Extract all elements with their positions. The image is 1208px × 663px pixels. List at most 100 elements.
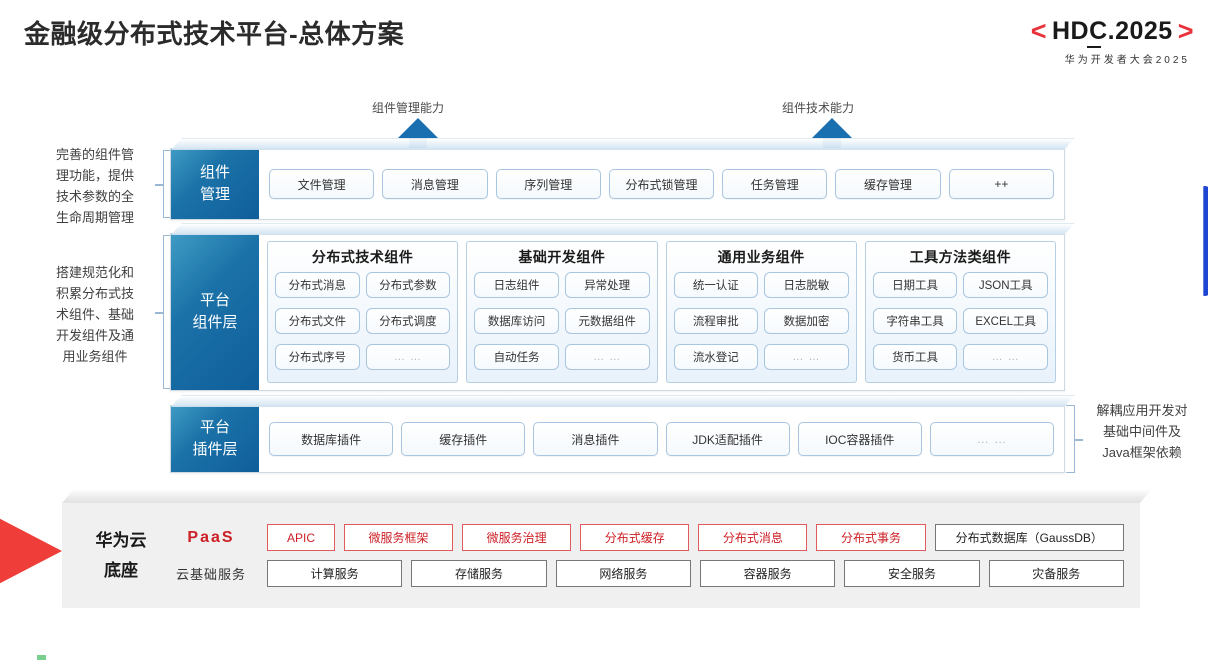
group-item-more[interactable]: … … — [365, 344, 451, 370]
annotation-line: 开发组件及通 — [55, 328, 134, 343]
base-row-paas: PaaS APIC 微服务框架 微服务治理 分布式缓存 分布式消息 分布式事务 … — [164, 524, 1124, 551]
paas-item-distributed-message[interactable]: 分布式消息 — [698, 524, 808, 551]
group-item[interactable]: EXCEL工具 — [963, 308, 1048, 334]
group-title: 基础开发组件 — [518, 249, 606, 265]
paas-item-apic[interactable]: APIC — [267, 524, 335, 551]
group-item[interactable]: 日期工具 — [872, 272, 958, 298]
plugin-item-message[interactable]: 消息插件 — [533, 422, 658, 456]
group-item[interactable]: 日志组件 — [474, 272, 559, 298]
paas-item-distributed-cache[interactable]: 分布式缓存 — [580, 524, 690, 551]
layer-platform-component: 平台 组件层 分布式技术组件 分布式消息 分布式参数 分布式文件 分布式调度 分… — [170, 233, 1065, 391]
group-item[interactable]: 统一认证 — [673, 272, 759, 298]
base-title-line: 华为云 — [95, 530, 147, 550]
annotation-line: 生命周期管理 — [55, 210, 134, 225]
hdc-logo: < HDC.2025 > 华为开发者大会2025 — [954, 16, 1194, 66]
group-items: 统一认证 日志脱敏 流程审批 数据加密 流水登记 … … — [673, 272, 849, 375]
annotation-line: 搭建规范化和 — [55, 265, 134, 280]
paas-item-distributed-transaction[interactable]: 分布式事务 — [816, 524, 926, 551]
annotation-line: 技术参数的全 — [55, 189, 134, 204]
layer-label-line: 管理 — [199, 186, 230, 203]
group-tool-method-components: 工具方法类组件 日期工具 JSON工具 字符串工具 EXCEL工具 货币工具 …… — [864, 241, 1056, 383]
component-item-more[interactable]: ++ — [948, 169, 1054, 199]
platform-component-groups: 分布式技术组件 分布式消息 分布式参数 分布式文件 分布式调度 分布式序号 … … — [259, 234, 1064, 390]
group-item-more[interactable]: … … — [963, 344, 1048, 370]
plugin-item-more[interactable]: … … — [929, 422, 1055, 456]
angle-bracket-right-icon: > — [1177, 16, 1194, 46]
component-item-task-management[interactable]: 任务管理 — [722, 169, 828, 199]
paas-item-microservice-governance[interactable]: 微服务治理 — [462, 524, 572, 551]
plugin-item-cache[interactable]: 缓存插件 — [401, 422, 526, 456]
plugin-item-database[interactable]: 数据库插件 — [269, 422, 394, 456]
component-item-cache-management[interactable]: 缓存管理 — [835, 169, 941, 199]
component-item-sequence-management[interactable]: 序列管理 — [495, 169, 601, 199]
group-item[interactable]: 字符串工具 — [872, 308, 958, 334]
annotation-component-management: 完善的组件管 理功能，提供 技术参数的全 生命周期管理 — [30, 144, 160, 228]
group-title: 通用业务组件 — [717, 249, 805, 265]
group-item[interactable]: 数据库访问 — [474, 308, 559, 334]
capability-label-component-technology: 组件技术能力 — [782, 101, 855, 115]
base-row-cloud-infrastructure: 云基础服务 计算服务 存储服务 网络服务 容器服务 安全服务 灾备服务 — [164, 560, 1124, 587]
infra-item-storage[interactable]: 存储服务 — [411, 560, 547, 587]
group-item[interactable]: 流水登记 — [673, 344, 759, 370]
hdc-logo-subtitle: 华为开发者大会2025 — [1064, 55, 1190, 66]
infra-item-network[interactable]: 网络服务 — [555, 560, 691, 587]
group-item[interactable]: 自动任务 — [474, 344, 559, 370]
group-general-business-components: 通用业务组件 统一认证 日志脱敏 流程审批 数据加密 流水登记 … … — [665, 241, 857, 383]
red-wedge-decoration-icon — [0, 500, 62, 602]
group-item[interactable]: 流程审批 — [673, 308, 759, 334]
blue-lens-decoration-icon — [1203, 186, 1208, 296]
group-item[interactable]: 货币工具 — [872, 344, 958, 370]
hdc-logo-text: HDC.2025 — [1051, 17, 1173, 45]
layer-label-platform-component: 平台 组件层 — [171, 234, 259, 390]
group-items: 日期工具 JSON工具 字符串工具 EXCEL工具 货币工具 … … — [872, 272, 1048, 375]
component-item-file-management[interactable]: 文件管理 — [269, 169, 375, 199]
group-items: 分布式消息 分布式参数 分布式文件 分布式调度 分布式序号 … … — [275, 272, 451, 375]
angle-bracket-left-icon: < — [1030, 16, 1047, 46]
group-item[interactable]: 分布式调度 — [365, 308, 451, 334]
green-mark-decoration-icon — [37, 655, 46, 660]
group-item-more[interactable]: … … — [764, 344, 849, 370]
component-item-distributed-lock-management[interactable]: 分布式锁管理 — [608, 169, 715, 199]
layer-label-line: 平台 — [199, 419, 230, 436]
infra-item-disaster-recovery[interactable]: 灾备服务 — [988, 560, 1124, 587]
annotation-line: 完善的组件管 — [55, 147, 134, 162]
annotation-line: 积累分布式技 — [55, 286, 134, 301]
infra-item-compute[interactable]: 计算服务 — [267, 560, 403, 587]
component-management-items: 文件管理 消息管理 序列管理 分布式锁管理 任务管理 缓存管理 ++ — [259, 149, 1064, 219]
group-item[interactable]: 分布式参数 — [365, 272, 451, 298]
component-item-message-management[interactable]: 消息管理 — [382, 169, 488, 199]
annotation-line: 解耦应用开发对 — [1096, 403, 1188, 418]
group-item[interactable]: 分布式序号 — [275, 344, 360, 370]
layer-platform-plugin: 平台 插件层 数据库插件 缓存插件 消息插件 JDK适配插件 IOC容器插件 …… — [170, 405, 1065, 473]
infra-item-container[interactable]: 容器服务 — [699, 560, 836, 587]
group-item[interactable]: 分布式文件 — [275, 308, 360, 334]
plugin-item-ioc-container[interactable]: IOC容器插件 — [797, 422, 922, 456]
annotation-line: 术组件、基础 — [55, 307, 134, 322]
group-item[interactable]: 日志脱敏 — [764, 272, 849, 298]
platform-plugin-items: 数据库插件 缓存插件 消息插件 JDK适配插件 IOC容器插件 … … — [259, 406, 1064, 472]
group-title: 分布式技术组件 — [311, 249, 414, 265]
layer-label-line: 插件层 — [192, 441, 238, 458]
paas-item-microservice-framework[interactable]: 微服务框架 — [344, 524, 454, 551]
group-item[interactable]: 分布式消息 — [275, 272, 360, 298]
group-item[interactable]: 异常处理 — [564, 272, 650, 298]
group-item[interactable]: 元数据组件 — [564, 308, 650, 334]
huawei-cloud-base: 华为云 底座 PaaS APIC 微服务框架 微服务治理 分布式缓存 分布式消息… — [62, 503, 1140, 608]
base-rows: PaaS APIC 微服务框架 微服务治理 分布式缓存 分布式消息 分布式事务 … — [164, 524, 1124, 587]
base-title-line: 底座 — [104, 560, 138, 580]
layer-component-management: 组件 管理 文件管理 消息管理 序列管理 分布式锁管理 任务管理 缓存管理 ++ — [170, 148, 1065, 220]
base-title: 华为云 底座 — [78, 526, 164, 586]
layer-label-line: 平台 — [199, 292, 230, 309]
layer-label-platform-plugin: 平台 插件层 — [171, 406, 259, 472]
capability-label-component-management: 组件管理能力 — [372, 101, 445, 115]
paas-item-distributed-database-gaussdb[interactable]: 分布式数据库（GaussDB） — [934, 524, 1124, 551]
group-item-more[interactable]: … … — [564, 344, 650, 370]
annotation-line: 理功能，提供 — [55, 168, 134, 183]
group-item[interactable]: 数据加密 — [764, 308, 849, 334]
infra-item-security[interactable]: 安全服务 — [844, 560, 980, 587]
annotation-line: Java框架依赖 — [1102, 445, 1182, 460]
group-item[interactable]: JSON工具 — [963, 272, 1048, 298]
plugin-item-jdk-adapter[interactable]: JDK适配插件 — [665, 422, 790, 456]
layer-label-component-management: 组件 管理 — [171, 149, 259, 219]
